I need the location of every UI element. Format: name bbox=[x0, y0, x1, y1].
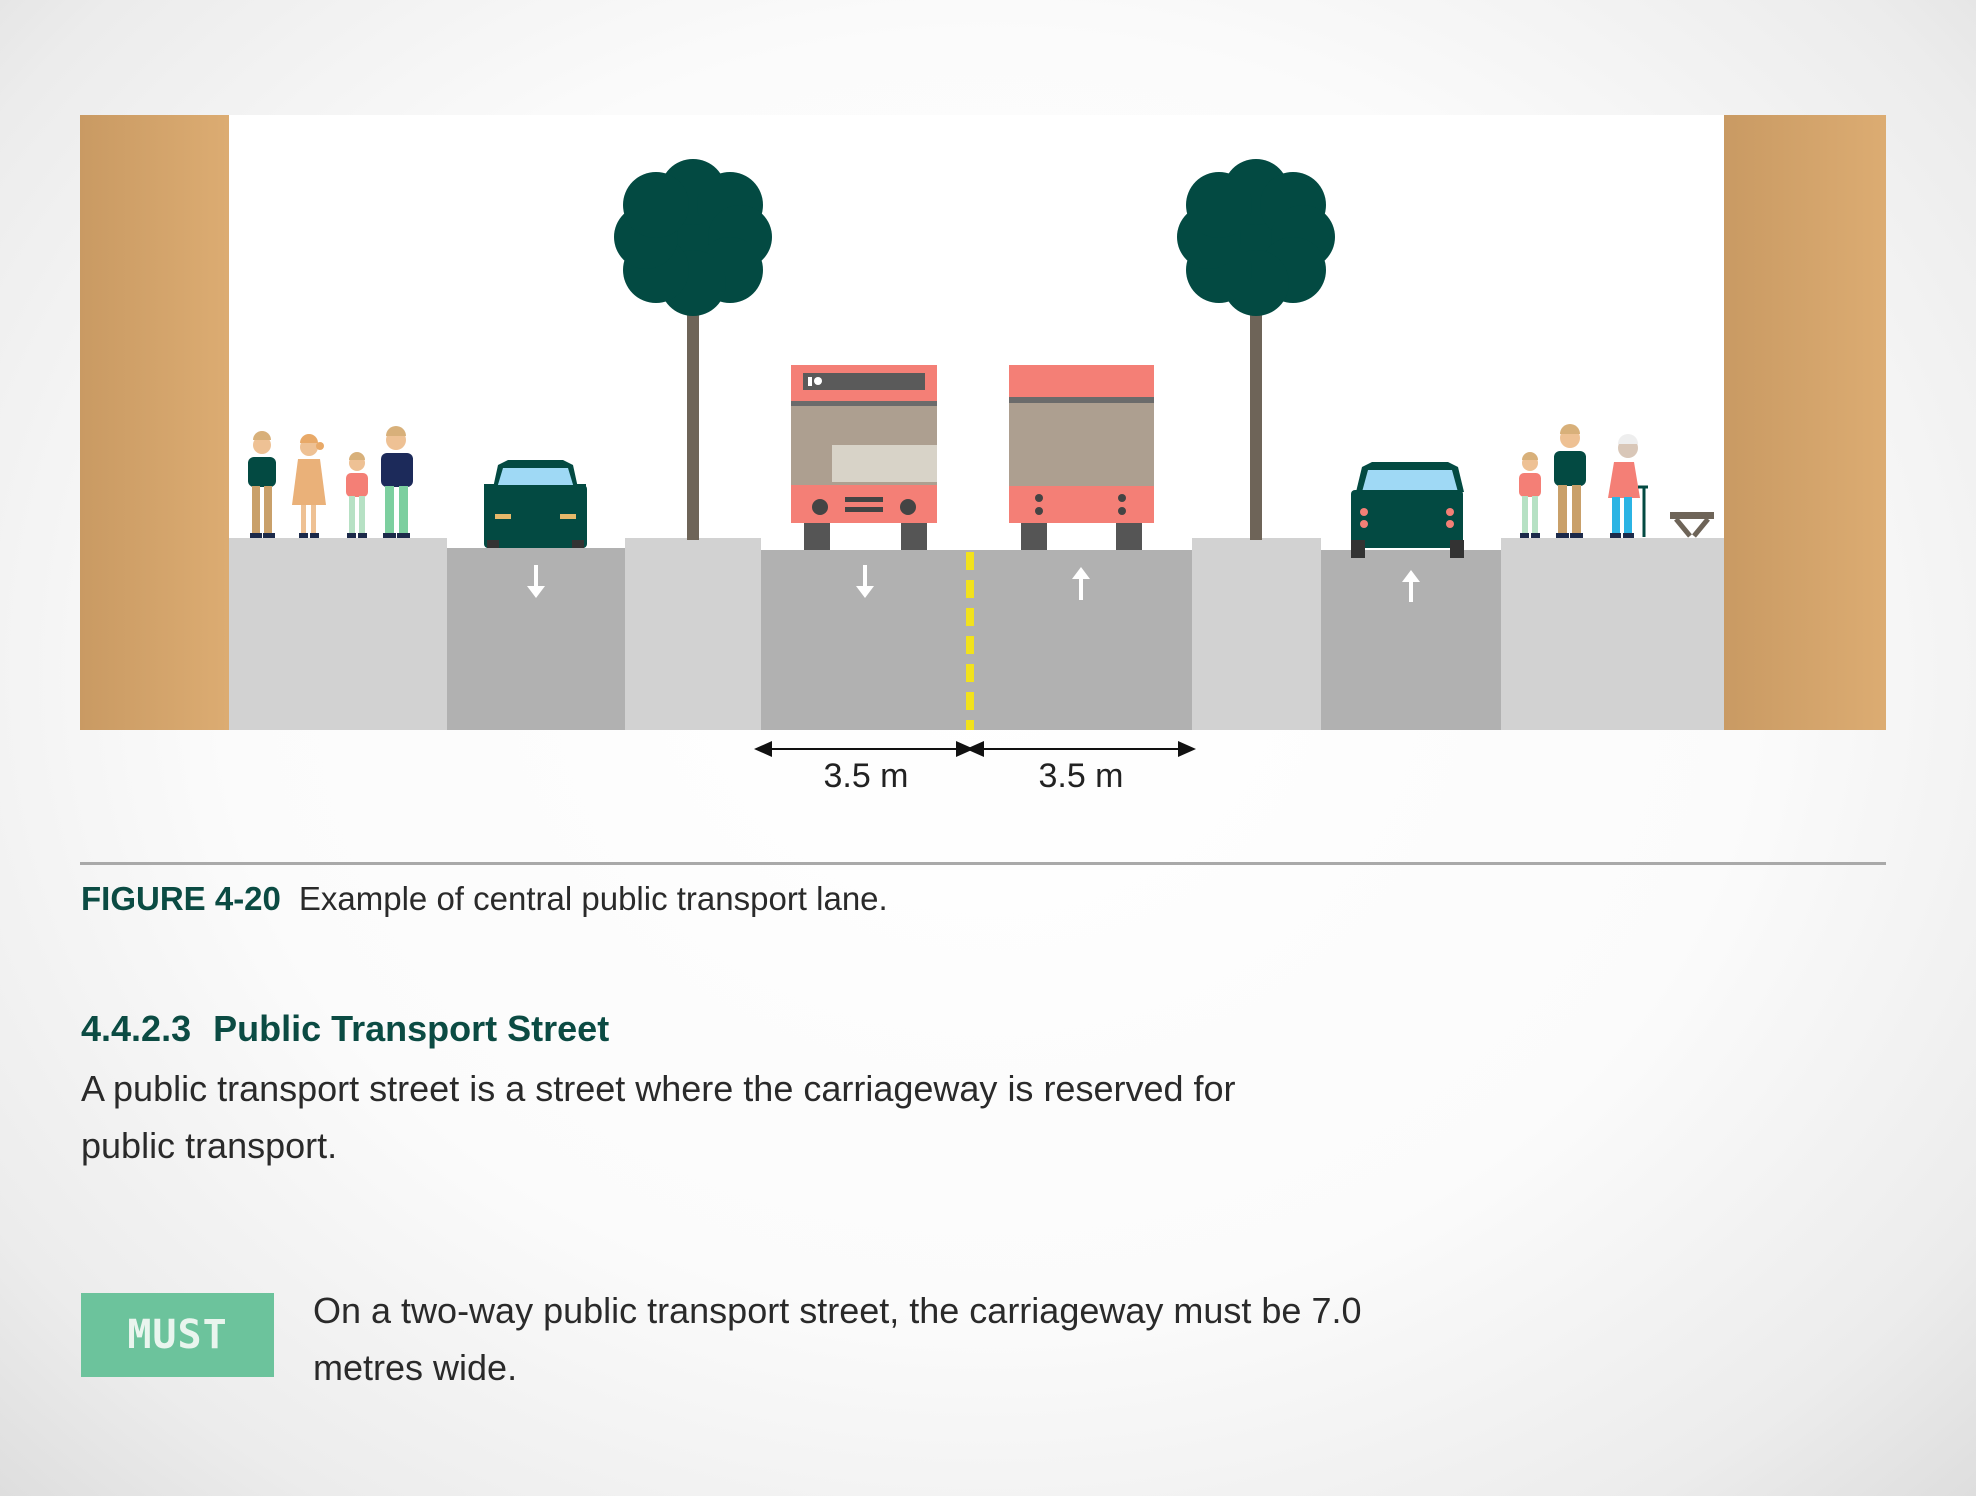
figure-caption: FIGURE 4-20 Example of central public tra… bbox=[81, 880, 888, 918]
pedestrian-icon bbox=[381, 426, 413, 538]
pedestrian-icon bbox=[1608, 434, 1648, 538]
sidewalk-left bbox=[229, 538, 447, 730]
figure-number: FIGURE 4-20 bbox=[81, 880, 281, 917]
arrow-down-icon bbox=[856, 565, 874, 598]
section-heading: 4.4.2.3 Public Transport Street bbox=[81, 1008, 609, 1050]
figure-caption-text: Example of central public transport lane… bbox=[298, 880, 888, 917]
tree-icon bbox=[614, 159, 772, 540]
median-left bbox=[625, 538, 761, 730]
must-badge: MUST bbox=[81, 1293, 274, 1377]
section-body: A public transport street is a street wh… bbox=[81, 1068, 1236, 1166]
arrow-down-icon bbox=[527, 565, 545, 598]
section-number: 4.4.2.3 bbox=[81, 1008, 192, 1049]
pedestrian-icon bbox=[346, 452, 368, 538]
pedestrian-icon bbox=[292, 434, 326, 538]
bench-icon bbox=[1670, 512, 1714, 538]
street-cross-section-figure: 3.5 m 3.5 m bbox=[80, 115, 1886, 795]
lane-width-label: 3.5 m bbox=[1038, 757, 1123, 795]
arrow-up-icon bbox=[1072, 567, 1090, 600]
median-right bbox=[1192, 538, 1321, 730]
car-icon bbox=[1351, 462, 1464, 558]
bus-icon bbox=[791, 365, 937, 550]
bus-lanes bbox=[761, 550, 1192, 730]
section-title: Public Transport Street bbox=[213, 1008, 610, 1049]
pedestrian-icon bbox=[1554, 424, 1586, 538]
figure-divider bbox=[80, 862, 1886, 865]
lane-width-label: 3.5 m bbox=[823, 757, 908, 795]
tree-icon bbox=[1177, 159, 1335, 540]
building-left bbox=[80, 115, 229, 730]
car-icon bbox=[484, 460, 587, 548]
requirement-text: On a two-way public transport street, th… bbox=[313, 1290, 1362, 1388]
pedestrian-icon bbox=[1519, 452, 1541, 538]
lane-width-dimension: 3.5 m 3.5 m bbox=[754, 741, 1196, 795]
building-right bbox=[1724, 115, 1886, 730]
sidewalk-right bbox=[1501, 538, 1724, 730]
pedestrian-icon bbox=[248, 431, 276, 538]
bus-icon bbox=[1009, 365, 1154, 550]
arrow-up-icon bbox=[1402, 570, 1420, 602]
